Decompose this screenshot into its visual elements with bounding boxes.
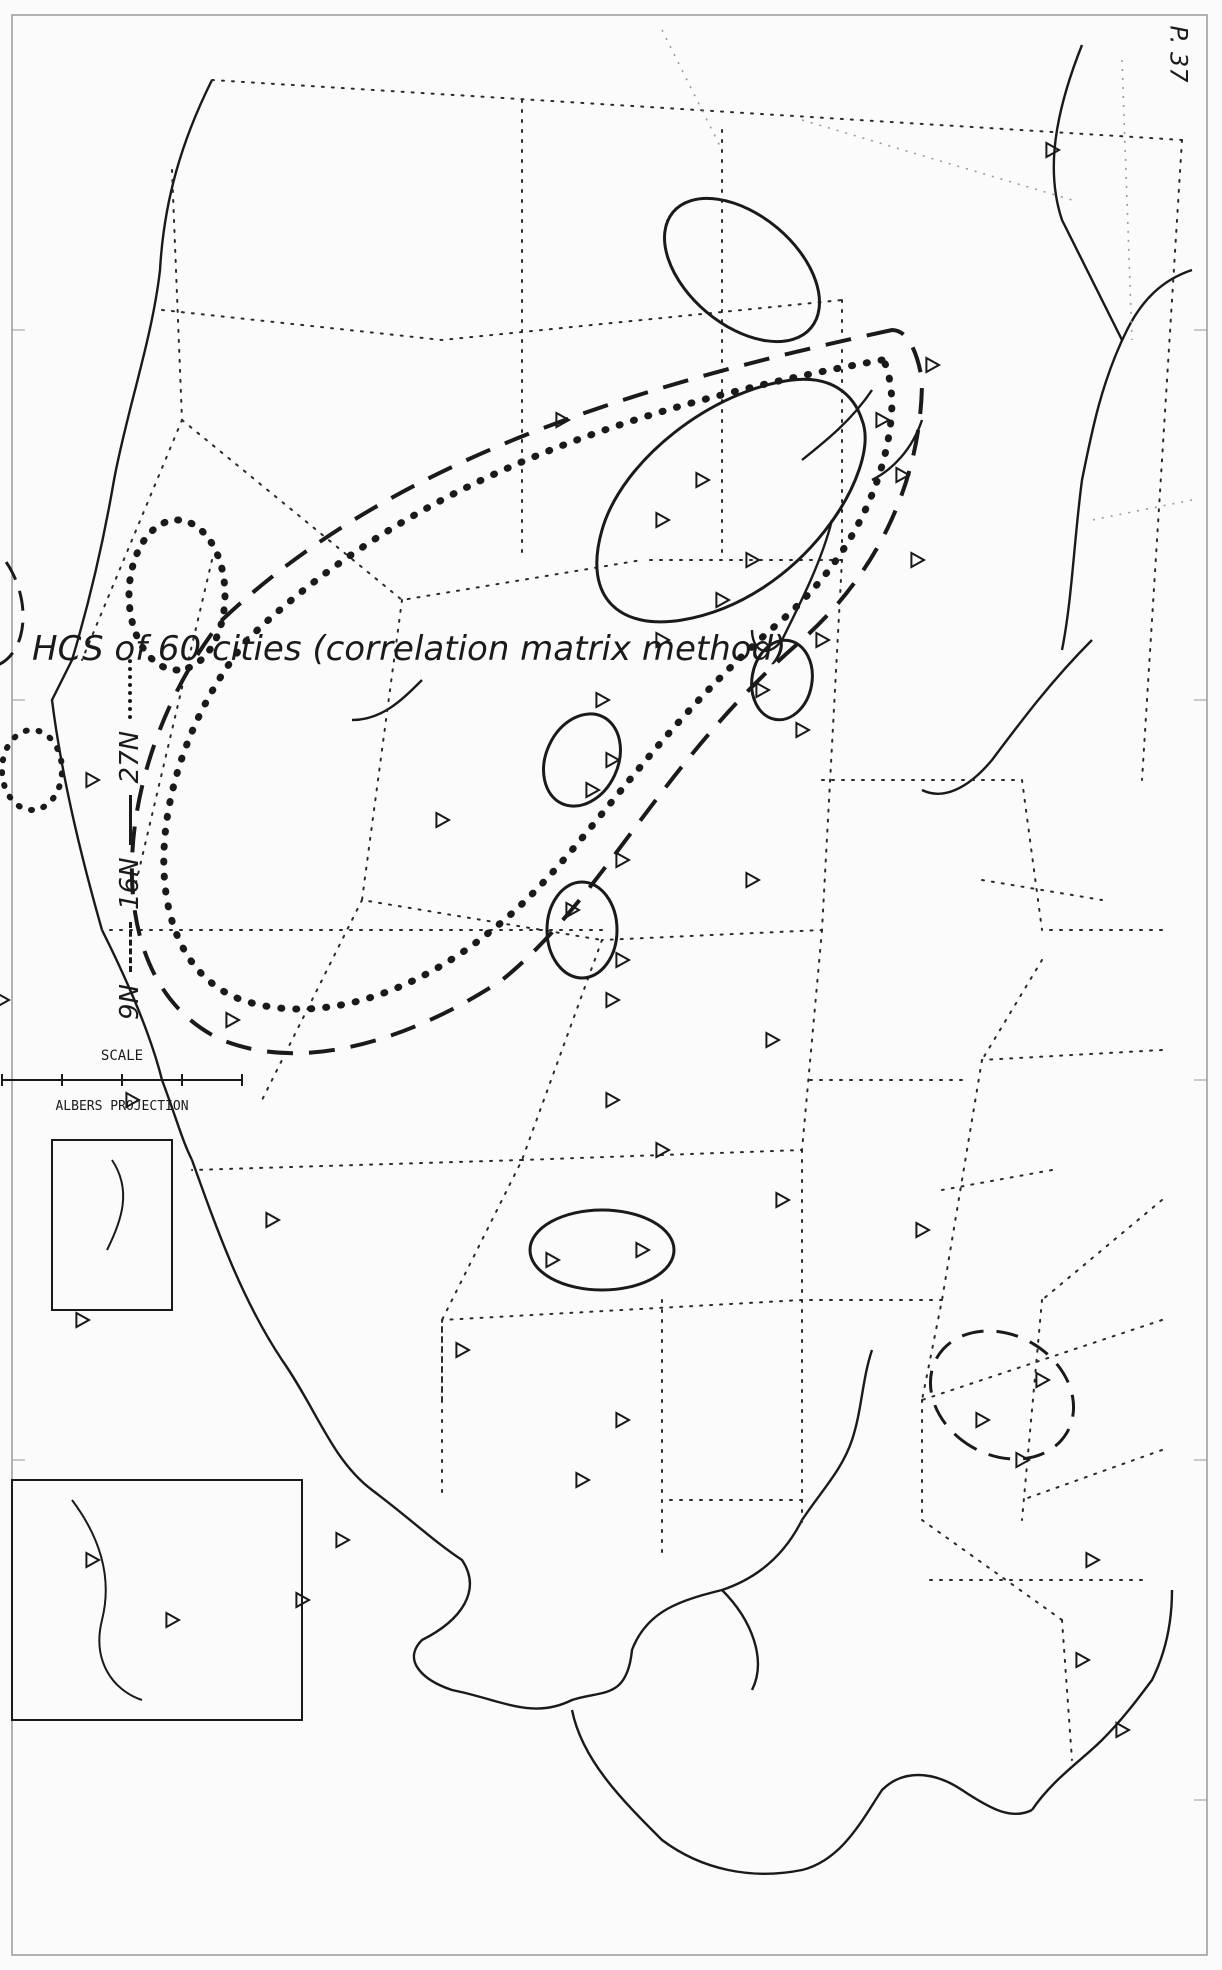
city-triangle-icon	[795, 721, 812, 739]
city-triangle-icon	[565, 901, 582, 919]
city-triangle-icon	[1015, 1451, 1032, 1469]
city-triangle-icon	[615, 1411, 632, 1429]
city-triangle-icon	[85, 1551, 102, 1569]
city-triangle-icon	[605, 751, 622, 769]
city-triangle-icon	[1045, 141, 1062, 159]
legend-dotted-label: 27N	[115, 730, 145, 784]
city-triangle-icon	[915, 1221, 932, 1239]
city-triangle-icon	[615, 851, 632, 869]
city-triangle-icon	[745, 551, 762, 569]
city-triangle-icon	[615, 951, 632, 969]
city-triangle-icon	[1085, 1551, 1102, 1569]
cluster-27n-envelope	[160, 356, 896, 1013]
city-triangle-icon	[335, 1531, 352, 1549]
city-triangle-icon	[125, 1091, 142, 1109]
city-triangle-icon	[775, 1191, 792, 1209]
canada-borders	[661, 29, 1193, 521]
city-triangle-icon	[745, 871, 762, 889]
cluster-16n-indiana	[542, 712, 622, 808]
city-triangle-icon	[910, 551, 927, 569]
scale-block: SCALE ALBERS PROJECTION	[1, 1048, 243, 1114]
legend-solid-label: 16N	[115, 857, 145, 910]
city-triangle-icon	[695, 471, 712, 489]
graticule-ticks	[12, 329, 1207, 1801]
city-triangle-icon	[655, 1141, 672, 1159]
scale-heading: SCALE	[101, 1048, 143, 1064]
page-label: P. 37	[1164, 25, 1193, 83]
title-block: HCS of 60 cities (correlation matrix met…	[32, 629, 786, 669]
cluster-9n-envelope	[130, 327, 925, 1056]
city-triangle-icon	[925, 356, 942, 374]
city-triangle-icon	[595, 691, 612, 709]
city-triangle-icon	[265, 1211, 282, 1229]
cluster-16n-northeast-large	[595, 377, 867, 624]
legend-dashed-label: 9N	[115, 984, 145, 1020]
city-triangle-icon	[655, 511, 672, 529]
city-triangle-icon	[875, 411, 892, 429]
city-triangle-icon	[635, 1241, 652, 1259]
state-borders	[81, 79, 1183, 1761]
cluster-16n-new-england	[663, 196, 821, 344]
city-triangle-icon	[895, 466, 912, 484]
us-coastline	[50, 44, 1193, 1875]
city-triangle-icon	[575, 1471, 592, 1489]
cluster-16n-ohio	[750, 638, 814, 722]
city-triangle-icon	[815, 631, 832, 649]
scale-projection: ALBERS PROJECTION	[55, 1099, 188, 1114]
city-triangle-icon	[655, 631, 672, 649]
cluster-16n-missouri	[545, 880, 619, 980]
city-triangle-icon	[455, 1341, 472, 1359]
map-frame	[11, 14, 1208, 1956]
city-triangle-icon	[1075, 1651, 1092, 1669]
city-triangle-icon	[975, 1411, 992, 1429]
city-triangle-icon	[605, 1091, 622, 1109]
city-triangle-icon	[0, 991, 12, 1009]
cluster-outlines	[0, 196, 1076, 1461]
city-triangle-icon	[765, 1031, 782, 1049]
cluster-9n-pacific-nw	[928, 1329, 1076, 1461]
city-triangle-icon	[85, 771, 102, 789]
city-triangle-icon	[605, 991, 622, 1009]
city-triangle-icon	[545, 1251, 562, 1269]
city-triangle-icon	[165, 1611, 182, 1629]
cluster-16n-plains	[528, 1208, 676, 1292]
inset-boxes	[11, 1139, 303, 1721]
map-title: HCS of 60 cities (correlation matrix met…	[32, 629, 786, 669]
city-triangle-icon	[225, 1011, 242, 1029]
city-triangle-icon	[1115, 1721, 1132, 1739]
city-triangle-icon	[295, 1591, 312, 1609]
legend-dashed-swatch	[128, 922, 132, 972]
cluster-27n-southeast	[125, 516, 229, 674]
city-triangle-icon	[75, 1311, 92, 1329]
city-triangle-icon	[555, 411, 572, 429]
city-triangle-icon	[435, 811, 452, 829]
city-markers	[0, 141, 1132, 1739]
city-triangle-icon	[1035, 1371, 1052, 1389]
city-triangle-icon	[585, 781, 602, 799]
legend-dotted-swatch	[128, 658, 132, 719]
city-triangle-icon	[715, 591, 732, 609]
city-triangle-icon	[755, 681, 772, 699]
legend: 9N 16N 27N	[30, 560, 150, 1020]
cluster-27n-gulf	[0, 727, 65, 813]
legend-solid-swatch	[128, 795, 132, 846]
